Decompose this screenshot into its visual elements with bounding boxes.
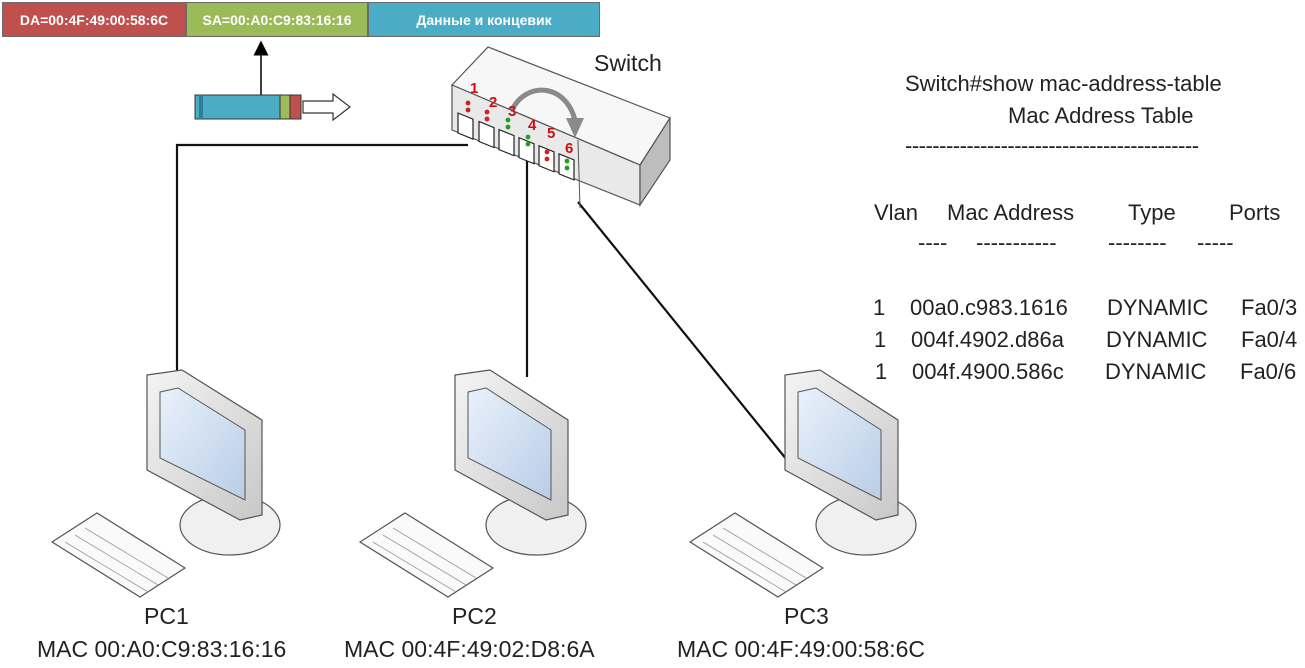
pc2-mac: MAC 00:4F:49:02:D8:6A bbox=[344, 636, 595, 662]
port-number-4: 4 bbox=[528, 117, 537, 134]
frame-destination-address: DA=00:4F:49:00:58:6C bbox=[2, 2, 186, 37]
port-number-1: 1 bbox=[470, 80, 479, 97]
port-number-3: 3 bbox=[508, 103, 517, 120]
pc3-mac: MAC 00:4F:49:00:58:6C bbox=[677, 636, 926, 662]
frame-source-address: SA=00:A0:C9:83:16:16 bbox=[186, 2, 368, 37]
switch-led-indicators bbox=[465, 100, 570, 171]
mac-table-row-mac: 00a0.c983.1616 bbox=[910, 295, 1068, 320]
pc2-name: PC2 bbox=[452, 603, 497, 629]
mac-table-header-vlan: Vlan bbox=[874, 200, 919, 225]
cable-pc3 bbox=[577, 201, 788, 461]
mac-table-row-port: Fa0/6 bbox=[1240, 359, 1297, 384]
mac-table-row-mac: 004f.4902.d86a bbox=[911, 327, 1064, 352]
mac-table-row-type: DYNAMIC bbox=[1107, 295, 1209, 320]
pc1-name: PC1 bbox=[144, 603, 189, 629]
mac-table-underline-mac: ----------- bbox=[976, 230, 1057, 255]
pc3-computer bbox=[688, 369, 917, 598]
mac-table-underline-ports: ----- bbox=[1197, 230, 1234, 255]
mac-table-row-vlan: 1 bbox=[874, 327, 887, 352]
pc3-name: PC3 bbox=[784, 603, 829, 629]
mac-table-row-port: Fa0/3 bbox=[1241, 295, 1298, 320]
switch-port-sockets bbox=[457, 112, 575, 181]
port-number-2: 2 bbox=[489, 94, 498, 111]
switch-device bbox=[450, 46, 671, 209]
mac-table-row-vlan: 1 bbox=[873, 295, 886, 320]
mac-table-row-type: DYNAMIC bbox=[1105, 359, 1207, 384]
mac-table-title: Mac Address Table bbox=[1008, 103, 1194, 128]
network-cables bbox=[175, 143, 788, 461]
pc1-mac: MAC 00:A0:C9:83:16:16 bbox=[37, 636, 287, 662]
mac-table-underline-vlan: ---- bbox=[918, 230, 948, 255]
port-number-5: 5 bbox=[547, 125, 556, 142]
pc1-computer bbox=[50, 369, 281, 598]
mac-table-underline-type: -------- bbox=[1108, 230, 1167, 255]
mac-table-header-ports: Ports bbox=[1229, 200, 1281, 225]
pc2-computer bbox=[358, 369, 587, 598]
mac-table-row-vlan: 1 bbox=[875, 359, 888, 384]
port-number-6: 6 bbox=[565, 140, 574, 157]
cable-pc1 bbox=[175, 143, 468, 372]
mac-table-command: Switch#show mac-address-table bbox=[905, 71, 1222, 96]
mac-table-header-mac: Mac Address bbox=[947, 200, 1075, 225]
mac-table-header-type: Type bbox=[1128, 200, 1176, 225]
frame-in-transit-icon bbox=[194, 92, 351, 122]
mac-table-row-port: Fa0/4 bbox=[1241, 327, 1298, 352]
mac-table-row-mac: 004f.4900.586c bbox=[912, 359, 1064, 384]
mac-table-separator: ----------------------------------------… bbox=[905, 133, 1199, 158]
forwarding-arrow bbox=[509, 87, 578, 121]
frame-data-trailer: Данные и концевик bbox=[368, 2, 600, 37]
switch-label: Switch bbox=[594, 50, 662, 76]
mac-table-row-type: DYNAMIC bbox=[1106, 327, 1208, 352]
